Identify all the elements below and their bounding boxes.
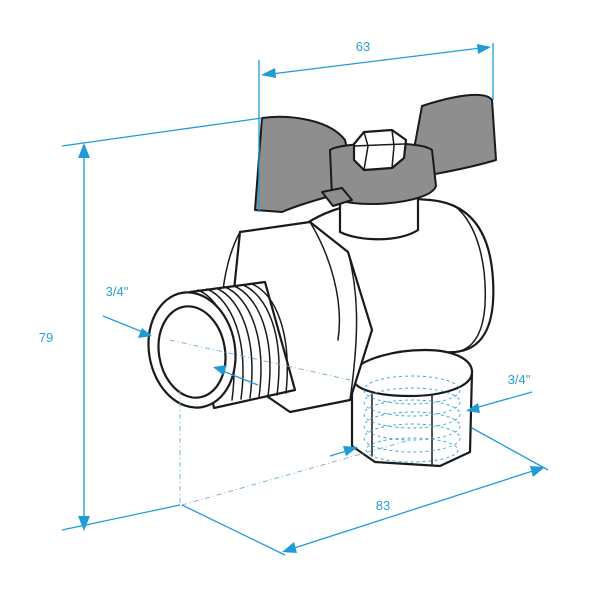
length-dimension-label: 83 (376, 498, 390, 513)
male-thread-label: 3/4" (106, 284, 129, 299)
stem-hex-nut (352, 128, 408, 172)
ball-valve-illustration (147, 93, 497, 506)
width-dimension-label: 63 (356, 39, 370, 54)
dimension-length: 83 (181, 427, 549, 556)
valve-body-edge (454, 205, 487, 353)
male-threaded-inlet (147, 280, 297, 410)
female-outlet (350, 348, 474, 468)
handle-tab (321, 187, 353, 207)
butterfly-handle (254, 93, 497, 241)
height-dimension-label: 79 (39, 330, 53, 345)
inlet-bore (157, 305, 227, 399)
dimension-width: 63 (258, 39, 494, 212)
dimension-annotations: 63 79 83 3/4" (39, 39, 549, 556)
dimension-female-thread: 3/4" (329, 372, 533, 457)
outlet-axis (181, 439, 411, 506)
female-thread-label: 3/4" (508, 372, 531, 387)
female-thread-hidden-lines (363, 375, 461, 463)
dimension-male-thread: 3/4" (102, 284, 259, 386)
horizontal-axis (169, 339, 351, 381)
dimension-height: 79 (39, 117, 263, 531)
